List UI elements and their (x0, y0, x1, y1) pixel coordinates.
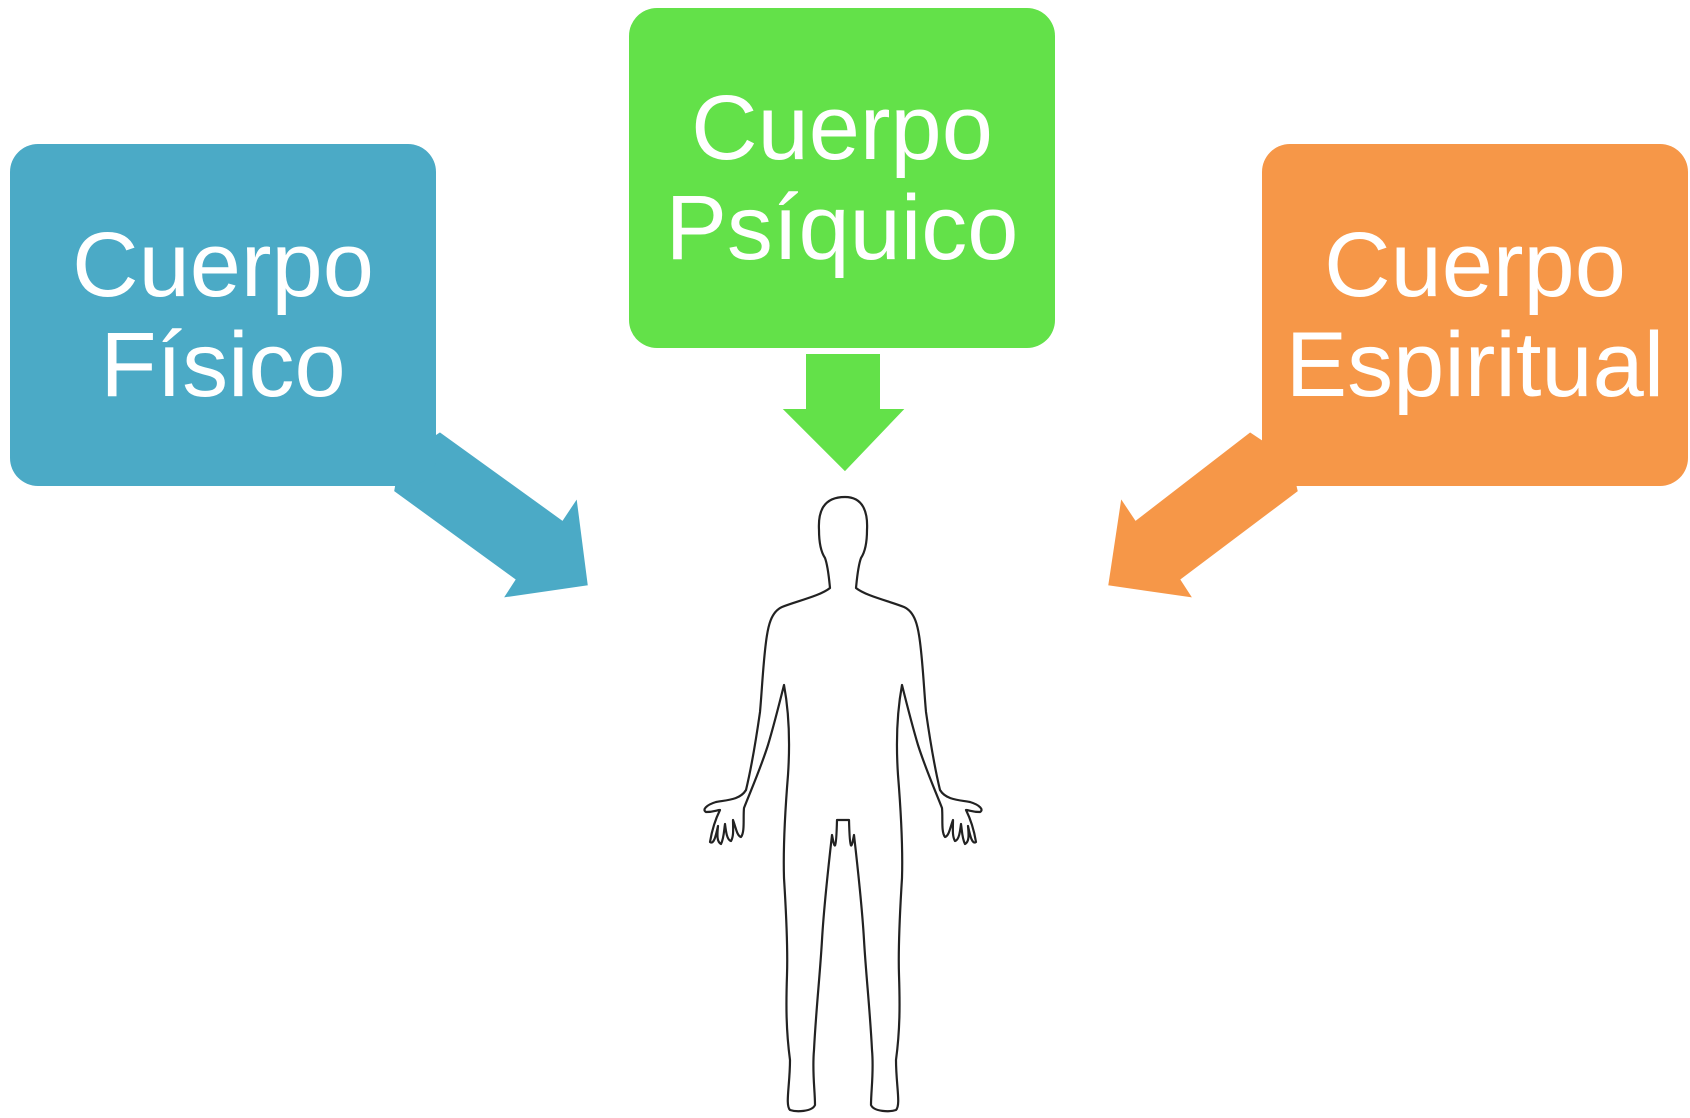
cuerpo-espiritual-label-line1: Cuerpo (1324, 214, 1626, 316)
cuerpo-fisico-label-line2: Físico (100, 314, 346, 416)
cuerpo-espiritual-label-line2: Espiritual (1285, 314, 1665, 416)
cuerpo-fisico-label-line1: Cuerpo (72, 214, 374, 316)
body-outline-path (703, 495, 983, 1113)
arrow-psiquico-to-body (773, 350, 914, 477)
cuerpo-psiquico-box: Cuerpo Psíquico (629, 8, 1055, 348)
arrow-fisico-to-body (389, 427, 593, 603)
cuerpo-psiquico-label-line2: Psíquico (665, 177, 1019, 279)
arrow-espiritual-to-body (1103, 427, 1303, 603)
cuerpo-espiritual-box: Cuerpo Espiritual (1262, 144, 1688, 486)
cuerpo-psiquico-label-line1: Cuerpo (691, 77, 993, 179)
cuerpo-fisico-box: Cuerpo Físico (10, 144, 436, 486)
